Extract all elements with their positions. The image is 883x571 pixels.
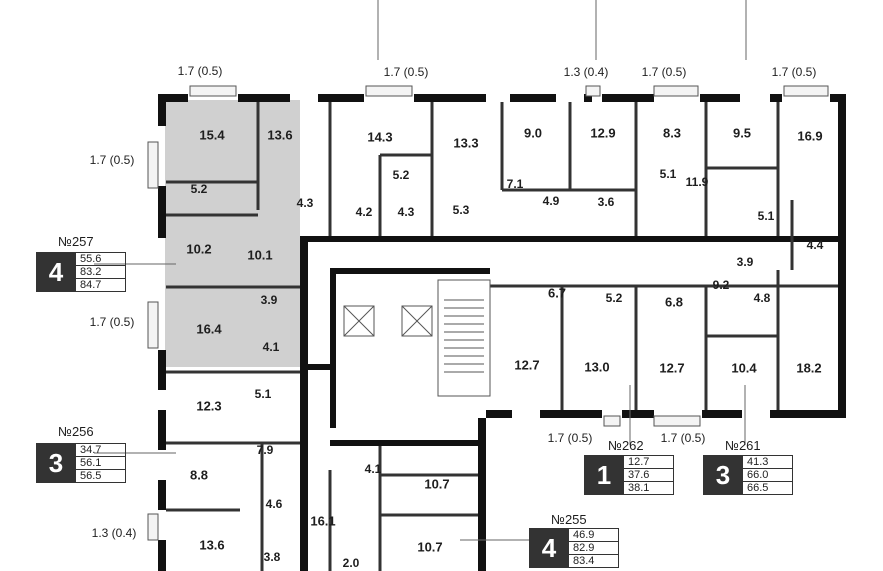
room-area-label: 4.3 (397, 205, 415, 219)
balcony-area-label: 1.7 (0.5) (89, 153, 135, 167)
room-area-label: 5.1 (757, 209, 775, 223)
total-area: 56.1 (76, 457, 125, 470)
total-area: 37.6 (624, 469, 673, 482)
balcony-area-label: 1.7 (0.5) (383, 65, 429, 79)
room-area-label: 8.8 (189, 467, 209, 483)
room-area-label: 13.3 (453, 135, 479, 151)
room-area-label: 16.1 (310, 513, 336, 529)
room-area-label: 5.1 (659, 167, 677, 181)
apartment-areas: 46.9 82.9 83.4 (569, 528, 619, 568)
living-area: 34.7 (76, 444, 125, 457)
room-area-label: 5.2 (605, 291, 623, 305)
apartment-number: №257 (58, 234, 94, 249)
room-area-label: 18.2 (796, 360, 822, 376)
balcony-area-label: 1.3 (0.4) (563, 65, 609, 79)
apartment-areas: 41.3 66.0 66.5 (743, 455, 793, 495)
total-area-with-balcony: 56.5 (80, 470, 102, 482)
apartment-rooms-badge: 3 (36, 443, 76, 483)
balcony-area-label: 1.7 (0.5) (771, 65, 817, 79)
room-area-label: 5.3 (452, 203, 470, 217)
room-area-label: 4.2 (355, 205, 373, 219)
room-area-label: 4.4 (806, 238, 824, 252)
room-area-label: 14.3 (367, 129, 393, 145)
total-area-with-balcony: 84.7 (80, 279, 102, 291)
balcony-area-label: 1.7 (0.5) (641, 65, 687, 79)
apartment-areas: 12.7 37.6 38.1 (624, 455, 674, 495)
balcony-area-label: 1.3 (0.4) (91, 526, 137, 540)
living-area: 55.6 (76, 253, 125, 266)
room-area-label: 13.6 (267, 127, 293, 143)
room-area-label: 12.7 (659, 360, 685, 376)
room-area-label: 10.4 (731, 360, 757, 376)
balconies-outline (147, 85, 829, 541)
apartment-rooms-badge: 1 (584, 455, 624, 495)
total-area-with-balcony: 66.5 (747, 482, 769, 494)
room-area-label: 5.1 (254, 387, 272, 401)
room-area-label: 16.4 (196, 321, 222, 337)
room-area-label: 13.0 (584, 359, 610, 375)
room-area-label: 4.6 (265, 497, 283, 511)
room-area-label: 4.9 (542, 194, 560, 208)
apartment-rooms-badge: 3 (703, 455, 743, 495)
total-area: 82.9 (569, 542, 618, 555)
apartment-areas: 34.7 56.1 56.5 (76, 443, 126, 483)
room-area-label: 12.3 (196, 398, 222, 414)
room-area-label: 3.9 (260, 293, 278, 307)
interior-walls (166, 102, 838, 571)
apartment-rooms-badge: 4 (529, 528, 569, 568)
balcony-area-label: 1.7 (0.5) (547, 431, 593, 445)
apartment-number: №261 (725, 438, 761, 453)
room-area-label: 13.6 (199, 537, 225, 553)
balcony-area-label: 1.7 (0.5) (660, 431, 706, 445)
room-area-label: 6.8 (664, 294, 684, 310)
balcony-area-label: 1.7 (0.5) (89, 315, 135, 329)
room-area-label: 4.1 (262, 340, 280, 354)
room-area-label: 5.2 (190, 182, 208, 196)
room-area-label: 10.7 (417, 539, 443, 555)
leader-lines (94, 0, 747, 541)
total-area: 83.2 (76, 266, 125, 279)
room-area-label: 7.9 (256, 443, 274, 457)
room-area-label: 15.4 (199, 127, 225, 143)
room-area-label: 4.1 (364, 462, 382, 476)
room-area-label: 2.0 (342, 556, 360, 570)
room-area-label: 3.9 (736, 255, 754, 269)
room-area-label: 3.6 (597, 195, 615, 209)
apartment-number: №255 (551, 512, 587, 527)
living-area: 46.9 (569, 529, 618, 542)
living-area: 12.7 (624, 456, 673, 469)
balcony-area-label: 1.7 (0.5) (177, 64, 223, 78)
room-area-label: 7.1 (506, 177, 524, 191)
total-area-with-balcony: 83.4 (573, 555, 595, 567)
apartment-areas: 55.6 83.2 84.7 (76, 252, 126, 292)
room-area-label: 9.5 (732, 125, 752, 141)
room-area-label: 3.8 (263, 550, 281, 564)
room-area-label: 10.7 (424, 476, 450, 492)
apartment-rooms-badge: 4 (36, 252, 76, 292)
room-area-label: 8.3 (662, 125, 682, 141)
living-area: 41.3 (743, 456, 792, 469)
room-area-label: 10.1 (247, 247, 273, 263)
room-area-label: 6.7 (547, 285, 567, 301)
room-area-label: 5.2 (392, 168, 410, 182)
apartment-number: №262 (608, 438, 644, 453)
room-area-label: 11.9 (685, 175, 709, 189)
room-area-label: 10.2 (186, 241, 212, 257)
outer-walls (158, 94, 846, 571)
room-area-label: 4.8 (753, 291, 771, 305)
apartment-number: №256 (58, 424, 94, 439)
apartment-257-highlight (165, 100, 300, 367)
stairwell (343, 279, 491, 397)
room-area-label: 16.9 (797, 128, 823, 144)
room-area-label: 12.7 (514, 357, 540, 373)
room-area-label: 4.3 (296, 196, 314, 210)
total-area: 66.0 (743, 469, 792, 482)
room-area-label: 9.0 (523, 125, 543, 141)
total-area-with-balcony: 38.1 (628, 482, 650, 494)
room-area-label: 12.9 (590, 125, 616, 141)
room-area-label: 9.2 (712, 278, 730, 292)
